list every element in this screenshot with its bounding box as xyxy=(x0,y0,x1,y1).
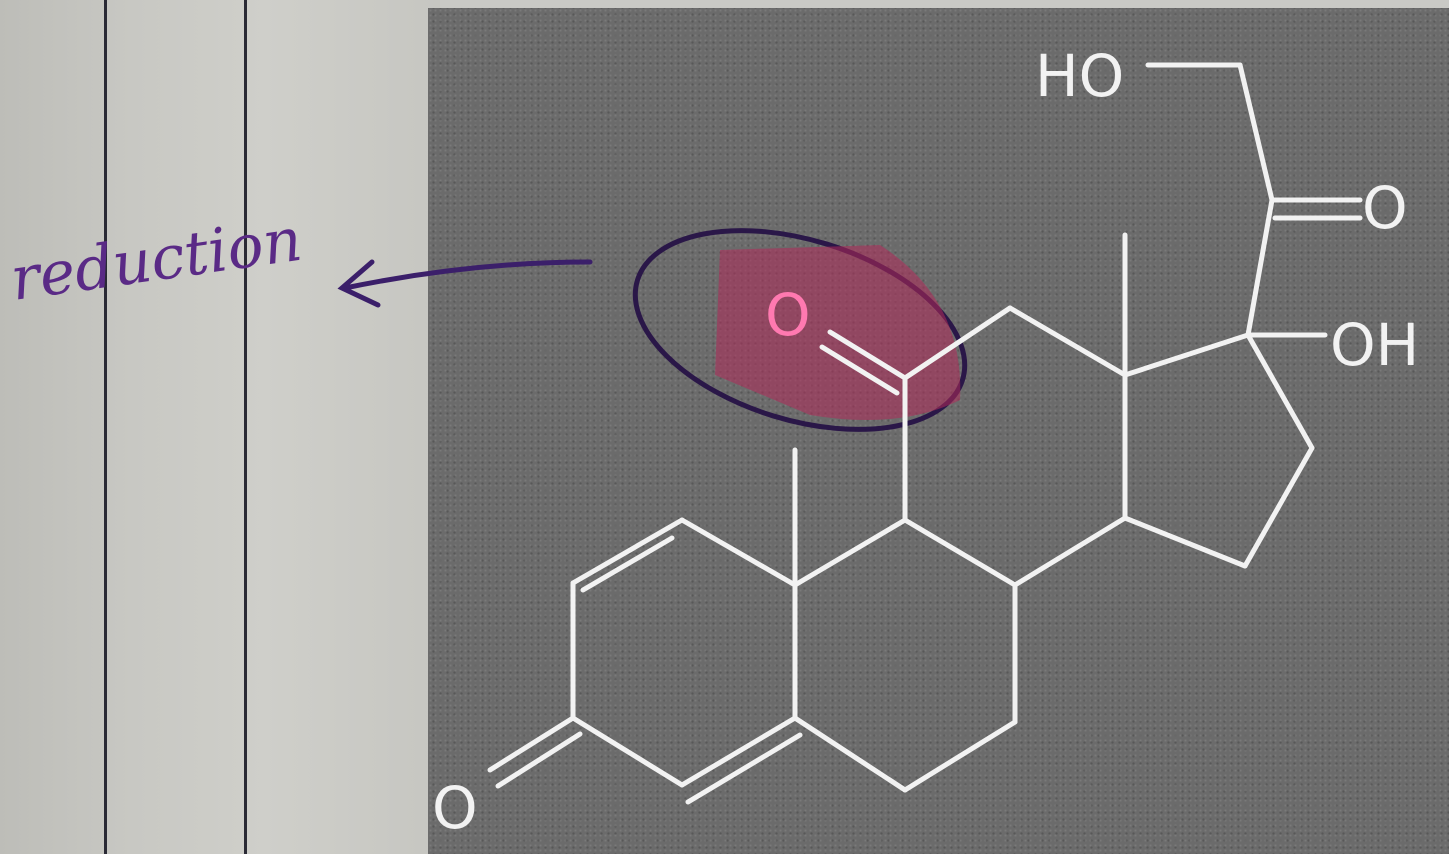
margin-line-right xyxy=(244,0,247,854)
atom-oxygen-side-chain: O xyxy=(1362,174,1408,242)
bond-lines xyxy=(487,62,1363,805)
highlighter-mark xyxy=(715,245,961,420)
handwritten-note: reduction xyxy=(6,205,306,315)
atom-oxygen-ring-a: O xyxy=(432,774,478,842)
atom-ho: HO xyxy=(1035,42,1124,110)
ink-circle xyxy=(632,228,968,432)
arrow-icon xyxy=(337,259,593,308)
margin-line-left xyxy=(104,0,107,854)
atom-oxygen-circled: O xyxy=(765,281,811,349)
atom-hydroxyl: OH xyxy=(1330,311,1419,379)
notebook-paper xyxy=(0,0,440,854)
printed-structure-panel xyxy=(428,8,1449,854)
